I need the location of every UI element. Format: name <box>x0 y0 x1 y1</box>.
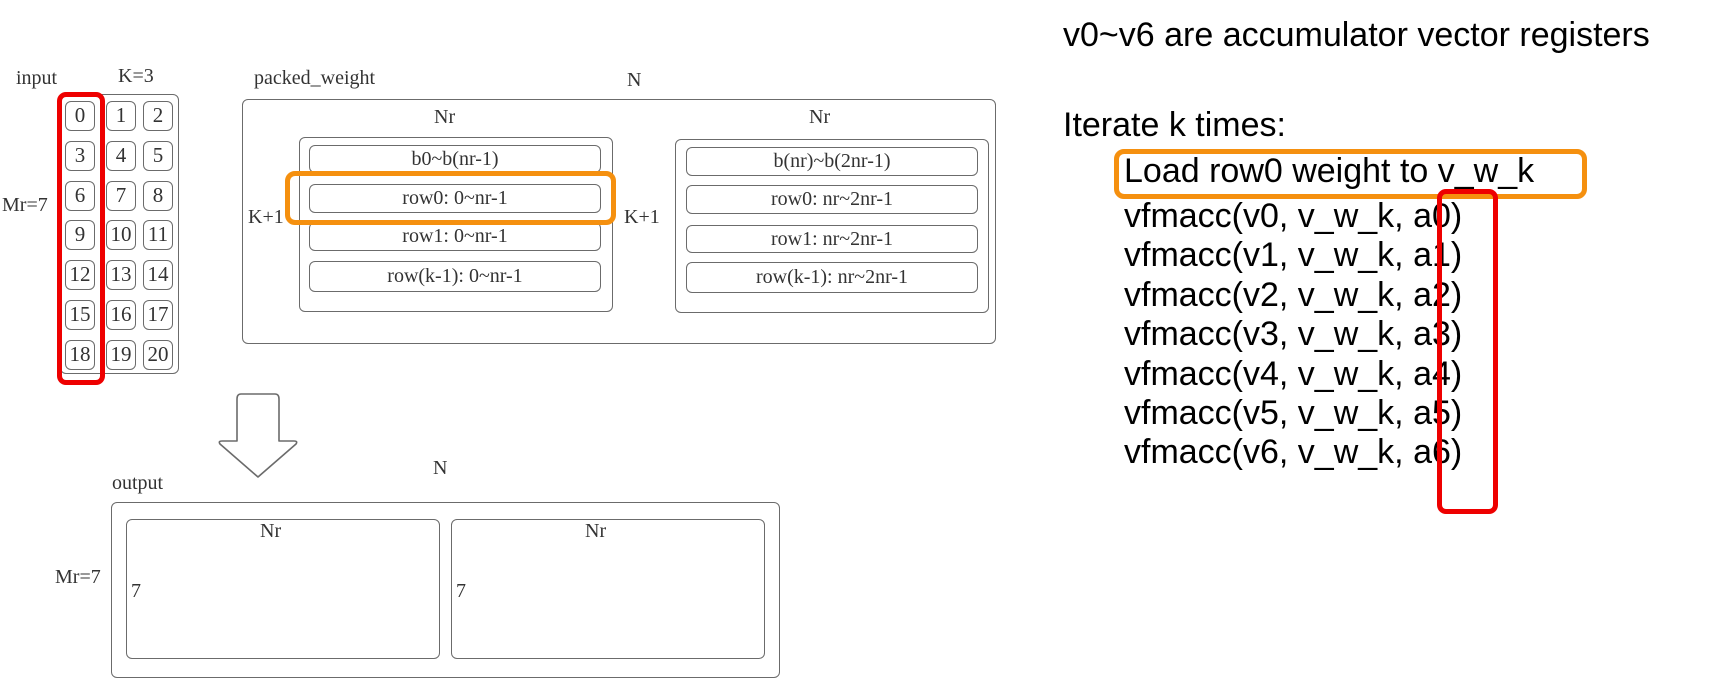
input-cell: 1 <box>106 101 136 131</box>
input-title: input <box>16 67 58 89</box>
vfmacc-line: vfmacc(v1, v_w_k, a1) <box>1124 235 1462 275</box>
input-cell: 15 <box>65 300 95 330</box>
pw-block-1-k-label: K+1 <box>624 206 660 228</box>
input-cell: 16 <box>106 300 136 330</box>
pw-block-1 <box>675 139 989 313</box>
vfmacc-arg: a1 <box>1413 236 1451 275</box>
vfmacc-line: vfmacc(v2, v_w_k, a2) <box>1124 275 1462 315</box>
input-cell: 6 <box>65 180 95 211</box>
packed-weight-title: packed_weight <box>254 67 376 89</box>
pw-block-1-row: b(nr)~b(2nr-1) <box>686 147 978 176</box>
output-title: output <box>112 472 164 494</box>
input-cell: 2 <box>143 101 173 131</box>
row0-weight-highlight <box>285 171 616 225</box>
input-cell: 9 <box>65 220 95 251</box>
vfmacc-prefix: vfmacc(v0, v_w_k, <box>1124 197 1414 235</box>
loop-title: Iterate k times: <box>1063 106 1286 144</box>
a-args-highlight <box>1437 189 1498 514</box>
vfmacc-suffix: ) <box>1450 354 1463 393</box>
vfmacc-suffix: ) <box>1450 315 1463 354</box>
input-cell: 19 <box>106 339 136 370</box>
vfmacc-arg: a2 <box>1413 275 1451 314</box>
down-arrow-icon <box>218 393 298 478</box>
vfmacc-suffix: ) <box>1450 236 1463 275</box>
vfmacc-line: vfmacc(v5, v_w_k, a5) <box>1124 393 1462 433</box>
pw-block-1-nr-label: Nr <box>809 106 831 128</box>
input-cell: 20 <box>143 339 173 370</box>
input-cell: 10 <box>106 220 136 251</box>
vfmacc-arg: a3 <box>1413 315 1451 354</box>
input-cell: 14 <box>143 260 173 291</box>
input-cell: 5 <box>143 140 173 171</box>
vfmacc-prefix: vfmacc(v3, v_w_k, <box>1124 315 1414 354</box>
output-mr-label: Mr=7 <box>55 566 101 588</box>
vfmacc-suffix: ) <box>1450 197 1463 235</box>
vfmacc-line: vfmacc(v6, v_w_k, a6) <box>1124 432 1462 472</box>
vfmacc-prefix: vfmacc(v4, v_w_k, <box>1124 354 1414 393</box>
vfmacc-line: vfmacc(v0, v_w_k, a0) <box>1124 196 1462 236</box>
vfmacc-suffix: ) <box>1450 275 1463 314</box>
input-cell: 8 <box>143 180 173 211</box>
output-block-0-m-label: 7 <box>131 580 141 602</box>
vfmacc-prefix: vfmacc(v2, v_w_k, <box>1124 275 1414 314</box>
vfmacc-prefix: vfmacc(v6, v_w_k, <box>1124 433 1414 472</box>
input-cell: 18 <box>65 339 95 370</box>
pw-block-0-row: row(k-1): 0~nr-1 <box>309 261 601 292</box>
output-block-0 <box>126 519 440 659</box>
input-cell: 7 <box>106 180 136 211</box>
output-block-0-nr-label: Nr <box>260 520 282 542</box>
load-line-highlight <box>1114 149 1587 199</box>
vfmacc-arg: a5 <box>1413 394 1451 432</box>
output-n-label: N <box>433 457 448 479</box>
output-block-1-nr-label: Nr <box>585 520 607 542</box>
output-block-1 <box>451 519 765 659</box>
input-cell: 3 <box>65 140 95 171</box>
pw-block-0-nr-label: Nr <box>434 106 456 128</box>
output-block-1-m-label: 7 <box>456 580 466 602</box>
pw-block-0-row: row0: 0~nr-1 <box>309 184 601 213</box>
load-line: Load row0 weight to v_w_k <box>1124 152 1535 190</box>
vfmacc-prefix: vfmacc(v1, v_w_k, <box>1124 236 1414 275</box>
packed-weight-n-label: N <box>627 69 642 91</box>
input-first-column-highlight <box>57 92 105 385</box>
input-cell: 0 <box>65 101 95 131</box>
pw-block-0-row: b0~b(nr-1) <box>309 145 601 173</box>
vfmacc-arg: a6 <box>1413 433 1451 472</box>
input-cell: 4 <box>106 140 136 171</box>
vfmacc-arg: a0 <box>1413 197 1451 235</box>
pw-block-1-row: row1: nr~2nr-1 <box>686 225 978 253</box>
pw-block-0-row: row1: 0~nr-1 <box>309 222 601 251</box>
packed-weight-frame <box>242 99 996 344</box>
vfmacc-prefix: vfmacc(v5, v_w_k, <box>1124 394 1414 432</box>
vfmacc-arg: a4 <box>1413 354 1451 393</box>
input-cell: 13 <box>106 260 136 291</box>
pw-block-1-row: row0: nr~2nr-1 <box>686 185 978 214</box>
input-cell: 12 <box>65 260 95 291</box>
vfmacc-suffix: ) <box>1450 394 1463 432</box>
input-k-label: K=3 <box>118 65 154 87</box>
output-frame <box>111 502 780 678</box>
vfmacc-line: vfmacc(v4, v_w_k, a4) <box>1124 354 1462 394</box>
vfmacc-line: vfmacc(v3, v_w_k, a3) <box>1124 314 1462 354</box>
vfmacc-suffix: ) <box>1450 433 1463 472</box>
explanation-header: v0~v6 are accumulator vector registers <box>1063 16 1650 54</box>
input-mr-label: Mr=7 <box>2 194 48 216</box>
pw-block-1-row: row(k-1): nr~2nr-1 <box>686 262 978 293</box>
input-cell: 17 <box>143 300 173 330</box>
input-cell: 11 <box>143 220 173 251</box>
pw-block-0-k-label: K+1 <box>248 206 284 228</box>
